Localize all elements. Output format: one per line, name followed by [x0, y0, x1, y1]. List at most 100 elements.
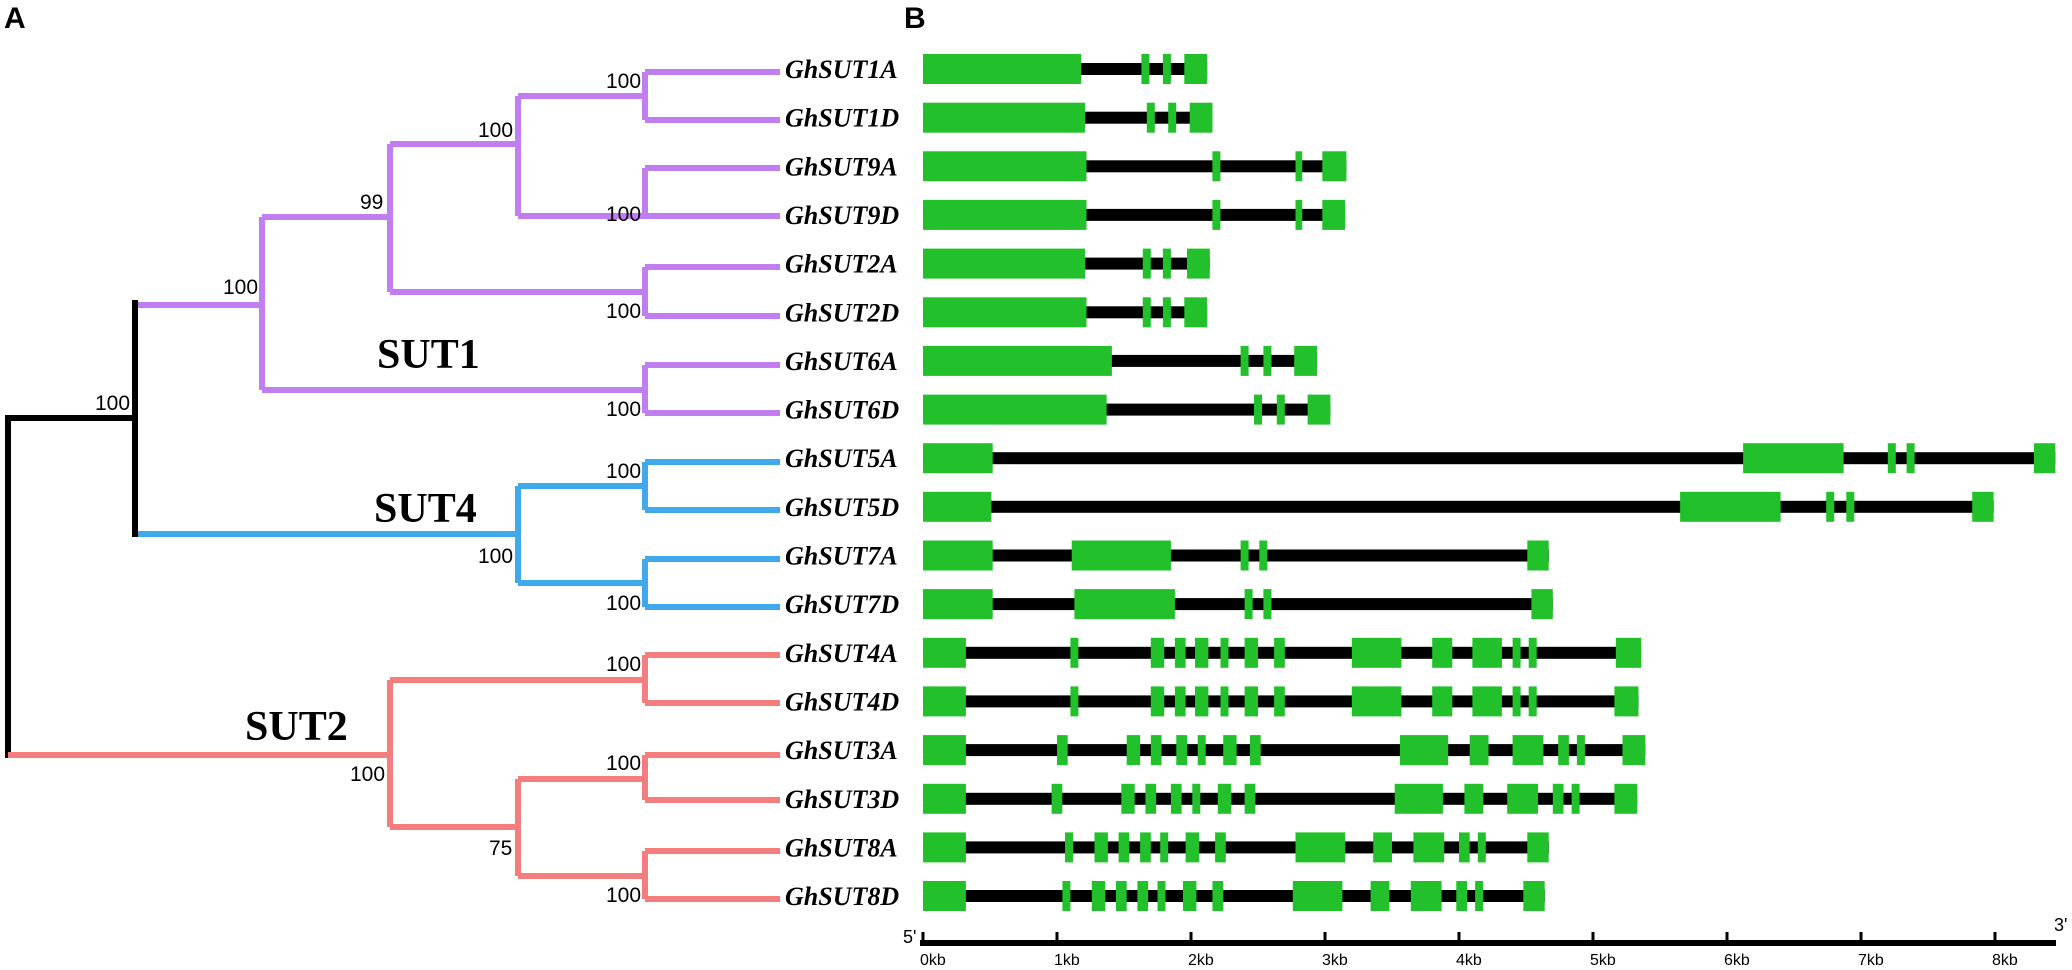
exon-block — [1263, 345, 1272, 376]
exon-block — [1906, 443, 1915, 474]
exon-block — [1274, 637, 1285, 668]
exon-block — [1189, 102, 1213, 133]
exon-block — [1322, 151, 1347, 182]
gene-label: GhSUT9A — [785, 152, 898, 181]
exon-block — [923, 102, 1086, 133]
exon-block — [923, 248, 1086, 279]
gene-structure-row — [923, 151, 1347, 182]
exon-block — [1400, 735, 1449, 766]
gene-structure-row — [923, 345, 1317, 376]
intron-line — [923, 890, 1545, 902]
exon-block — [1512, 735, 1544, 766]
gene-label: GhSUT1D — [785, 104, 899, 133]
exon-block — [1527, 540, 1549, 571]
gene-label: GhSUT2A — [785, 250, 898, 279]
exon-block — [1142, 248, 1151, 279]
exon-block — [1307, 394, 1331, 425]
exon-block — [1162, 54, 1171, 84]
bootstrap-value: 100 — [606, 203, 641, 226]
exon-block — [1512, 686, 1521, 717]
exon-block — [1142, 297, 1151, 328]
exon-block — [1472, 686, 1502, 717]
gene-structure-row — [923, 589, 1553, 620]
gene-label: GhSUT4D — [785, 687, 899, 716]
clade-label-sut1: SUT1 — [377, 332, 480, 378]
exon-block — [1183, 881, 1197, 911]
gene-structure-row — [923, 443, 2056, 474]
scale-tick-mark — [1055, 932, 1059, 942]
exon-block — [1295, 832, 1346, 863]
exon-block — [1192, 783, 1201, 814]
gene-structure-row — [923, 394, 1331, 425]
gene-structure-row — [923, 54, 1208, 84]
exon-block — [1294, 345, 1317, 376]
exon-block — [1212, 199, 1221, 230]
gene-structure-row — [923, 832, 1549, 863]
exon-block — [1223, 735, 1237, 766]
scale-tick-mark — [1591, 932, 1595, 942]
exon-block — [1116, 881, 1127, 911]
exon-block — [1176, 735, 1187, 766]
exon-block — [1091, 881, 1106, 911]
scale-tick-label: 0kb — [920, 952, 946, 969]
gene-label: GhSUT4A — [785, 639, 898, 668]
gene-label: GhSUT3A — [785, 736, 898, 765]
exon-block — [1141, 54, 1150, 84]
exon-block — [1274, 686, 1285, 717]
bootstrap-value: 100 — [223, 276, 258, 299]
exon-block — [1254, 394, 1262, 425]
sut4-branches — [138, 459, 780, 610]
gene-structure-row — [923, 248, 1210, 279]
exon-block — [1150, 686, 1165, 717]
gene-label: GhSUT2D — [785, 298, 899, 327]
exon-block — [1846, 491, 1855, 522]
clade-label-sut4: SUT4 — [374, 486, 477, 532]
exon-block — [1615, 637, 1642, 668]
exon-block — [1162, 248, 1171, 279]
exon-block — [1195, 686, 1209, 717]
intron-line — [923, 452, 2056, 465]
gene-label: GhSUT9D — [785, 201, 899, 230]
exon-block — [1217, 783, 1232, 814]
exon-block — [1373, 832, 1392, 863]
exon-block — [1137, 881, 1149, 911]
scale-tick-label: 2kb — [1188, 952, 1214, 969]
exon-block — [1507, 783, 1538, 814]
exon-block — [923, 199, 1087, 230]
exon-block — [1552, 783, 1564, 814]
scale-tick-label: 7kb — [1858, 952, 1884, 969]
exon-block — [1197, 735, 1206, 766]
bootstrap-value: 99 — [360, 191, 383, 214]
gene-label: GhSUT6A — [785, 347, 898, 376]
exon-block — [1244, 637, 1258, 668]
exon-block — [1528, 686, 1537, 717]
exon-block — [1244, 783, 1256, 814]
exon-block — [1057, 735, 1068, 766]
exon-block — [1292, 881, 1343, 911]
exon-block — [1184, 54, 1208, 84]
bootstrap-value: 100 — [606, 460, 641, 483]
exon-block — [1472, 637, 1502, 668]
exon-block — [1413, 832, 1445, 863]
bootstrap-value: 100 — [606, 884, 641, 907]
exon-block — [1394, 783, 1443, 814]
clade-label-sut2: SUT2 — [245, 704, 348, 750]
exon-block — [1140, 832, 1151, 863]
tree-root-branches — [5, 300, 138, 758]
exon-block — [1680, 491, 1781, 522]
exon-block — [1370, 881, 1390, 911]
exon-block — [1459, 832, 1470, 863]
exon-block — [1070, 637, 1079, 668]
gene-label: GhSUT3D — [785, 785, 899, 814]
scale-tick-mark — [1859, 932, 1863, 942]
exon-block — [1523, 881, 1545, 911]
exon-block — [1527, 832, 1549, 863]
exon-block — [1558, 735, 1569, 766]
gene-label: GhSUT5D — [785, 493, 899, 522]
bootstrap-value: 100 — [606, 653, 641, 676]
sut1-branches — [138, 69, 780, 416]
scale-axis-line — [920, 940, 2056, 946]
exon-block — [1051, 783, 1063, 814]
